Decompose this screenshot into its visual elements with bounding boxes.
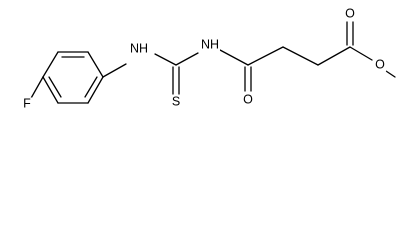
structure-canvas: F NH S NH O O O xyxy=(22,6,396,111)
ring-bond xyxy=(42,76,59,104)
c-n-bond xyxy=(102,63,127,78)
nh-atom-label: NH xyxy=(128,41,150,56)
c-c-bond xyxy=(247,46,284,66)
ring-double-bond xyxy=(48,76,62,98)
ring-double-bond xyxy=(84,76,98,98)
bond-layer xyxy=(29,21,396,104)
o-c-bond xyxy=(385,70,396,78)
amide-oxygen-atom-label: O xyxy=(242,92,254,107)
nh-atom-label: NH xyxy=(199,37,221,52)
ring-bond xyxy=(87,51,104,78)
n-c-bond xyxy=(154,53,177,66)
c-n-bond xyxy=(175,52,199,66)
n-c-bond xyxy=(219,49,249,66)
ring-bond xyxy=(42,51,59,78)
c-c-bond xyxy=(317,46,351,66)
c-f-bond xyxy=(29,76,44,101)
c-o-bond xyxy=(349,46,373,61)
c-c-bond xyxy=(282,46,319,66)
ester-ether-oxygen-atom-label: O xyxy=(374,57,386,72)
sulfur-atom-label: S xyxy=(170,94,182,109)
ring-bond xyxy=(87,76,104,104)
fluorine-atom-label: F xyxy=(22,96,32,111)
ester-carbonyl-oxygen-atom-label: O xyxy=(344,6,356,21)
